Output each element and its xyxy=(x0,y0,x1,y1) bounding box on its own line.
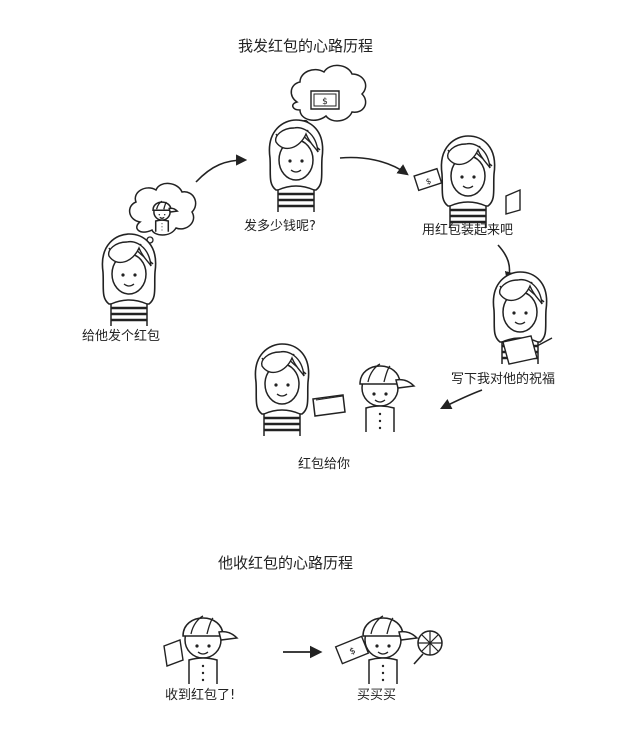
girl-wrapping-money: $ xyxy=(414,134,520,230)
caption-red-packet-for-you: 红包给你 xyxy=(298,457,351,472)
flow-arrow-1 xyxy=(196,154,248,182)
flow-arrow-4 xyxy=(439,390,482,410)
caption-wrap-in-envelope: 用红包装起来吧 xyxy=(422,223,514,238)
caption-give-red-packet: 给他发个红包 xyxy=(82,329,161,344)
girl-giving-envelope-to-boy xyxy=(254,342,415,438)
boy-receives-envelope xyxy=(164,615,238,685)
story1-title: 我发红包的心路历程 xyxy=(238,37,374,55)
girl-thinking-of-boy xyxy=(101,183,195,328)
svg-text:$: $ xyxy=(348,646,357,657)
girl-writing-wishes xyxy=(492,270,552,366)
caption-write-wishes: 写下我对他的祝福 xyxy=(451,372,556,387)
caption-how-much: 发多少钱呢? xyxy=(244,219,316,234)
story2-title: 他收红包的心路历程 xyxy=(218,554,354,572)
caption-received: 收到红包了! xyxy=(165,688,236,703)
svg-text:$: $ xyxy=(425,176,433,186)
flow-arrow-2 xyxy=(340,158,409,176)
girl-thinking-of-money: $ xyxy=(268,65,365,214)
caption-buy-buy-buy: 买买买 xyxy=(357,688,397,703)
svg-text:$: $ xyxy=(322,97,328,107)
boy-with-money-and-lollipop: $ xyxy=(336,615,442,685)
